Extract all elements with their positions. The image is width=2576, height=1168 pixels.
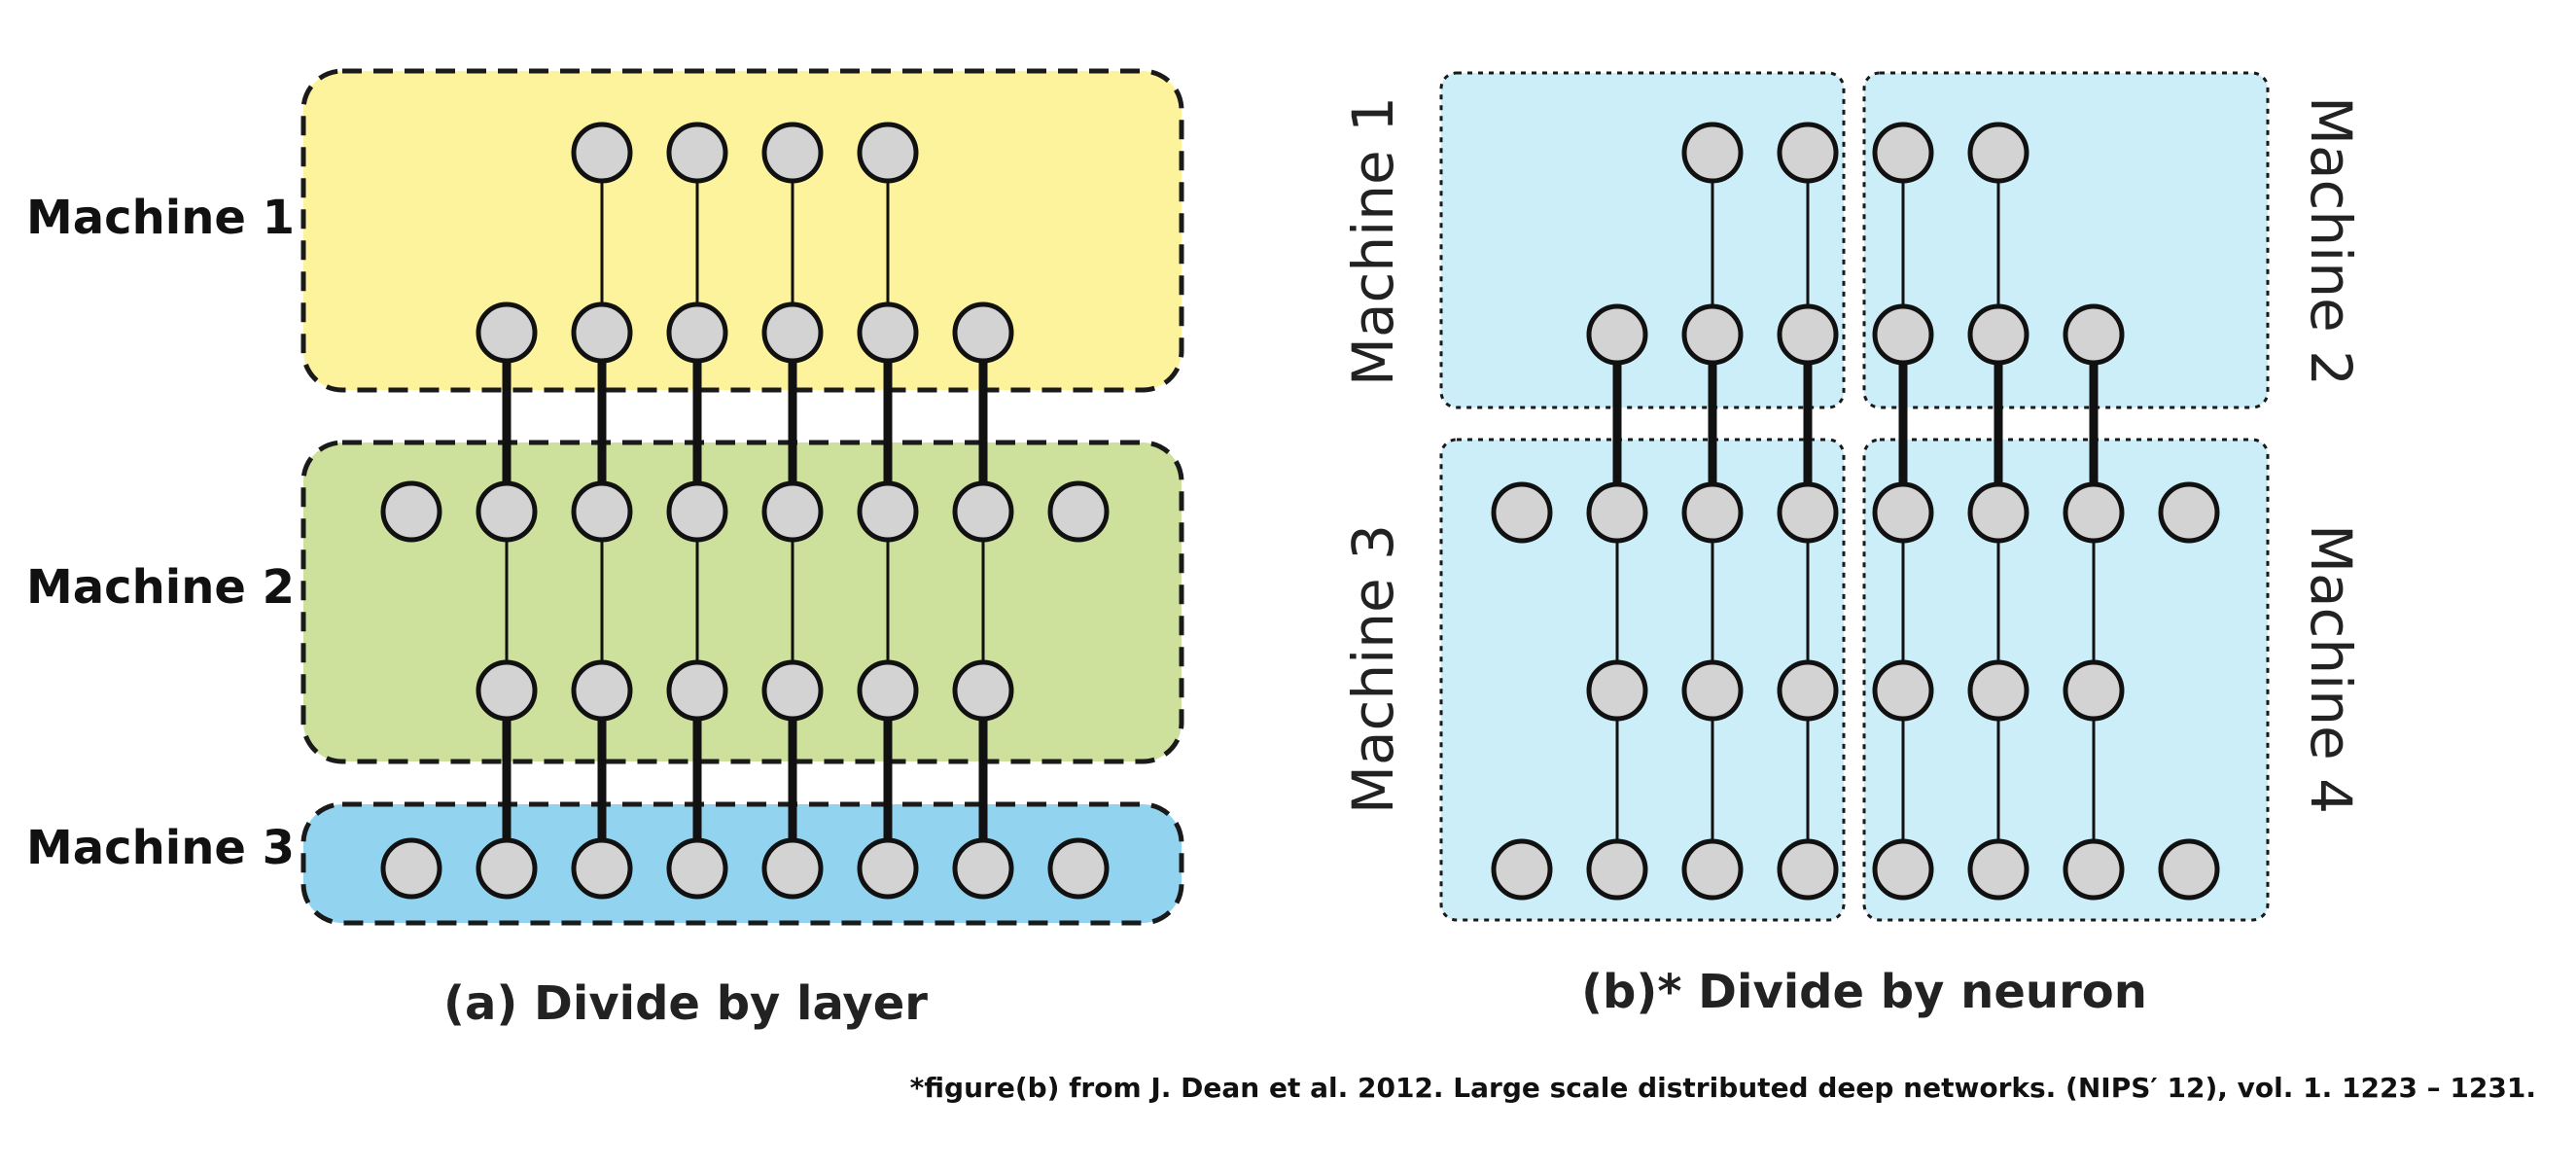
neuron-a-layer-0 [857, 122, 919, 184]
neuron-b-layer-1 [1967, 303, 2029, 366]
b-machine-2-region [1862, 71, 2270, 409]
neuron-a-layer-4 [666, 837, 728, 900]
neuron-a-layer-4 [952, 837, 1014, 900]
neuron-a-layer-1 [857, 301, 919, 364]
panel-a-caption: (a) Divide by layer [443, 976, 928, 1031]
neuron-b-layer-1 [1586, 303, 1648, 366]
neuron-a-layer-2 [952, 480, 1014, 543]
panel-b: Machine 1 Machine 2 Machine 3 Machine 4 … [1340, 71, 2364, 1019]
neuron-b-layer-1 [1872, 303, 1934, 366]
panel-a-nodes [380, 122, 1110, 900]
neuron-b-layer-0 [1681, 122, 1744, 184]
b-machine-4-label: Machine 4 [2298, 524, 2364, 814]
neuron-a-layer-2 [476, 480, 538, 543]
neuron-b-layer-3 [1586, 659, 1648, 722]
b-machine-3-label: Machine 3 [1340, 524, 1406, 814]
neuron-a-layer-2 [666, 480, 728, 543]
neuron-b-layer-2 [1586, 481, 1648, 544]
b-machine-1-region [1439, 71, 1846, 409]
neuron-b-layer-4 [1777, 838, 1839, 901]
machine-1-region [300, 68, 1184, 393]
neuron-b-layer-4 [1872, 838, 1934, 901]
neuron-b-layer-1 [1777, 303, 1839, 366]
neuron-a-layer-1 [761, 301, 824, 364]
neuron-a-layer-4 [476, 837, 538, 900]
neuron-b-layer-3 [2063, 659, 2125, 722]
neuron-a-layer-0 [761, 122, 824, 184]
neuron-b-layer-4 [1681, 838, 1744, 901]
neuron-a-layer-1 [952, 301, 1014, 364]
b-machine-1-label: Machine 1 [1340, 96, 1406, 386]
neuron-a-layer-2 [857, 480, 919, 543]
neuron-b-layer-4 [1491, 838, 1553, 901]
machine-3-label: Machine 3 [26, 821, 295, 875]
neuron-b-layer-2 [2063, 481, 2125, 544]
neuron-a-layer-3 [952, 659, 1014, 722]
neuron-b-layer-0 [1872, 122, 1934, 184]
neuron-b-layer-1 [2063, 303, 2125, 366]
neuron-a-layer-4 [761, 837, 824, 900]
neuron-a-layer-2 [1047, 480, 1110, 543]
neuron-a-layer-3 [571, 659, 633, 722]
neuron-b-layer-4 [1586, 838, 1648, 901]
neuron-b-layer-4 [2063, 838, 2125, 901]
neuron-b-layer-4 [2158, 838, 2220, 901]
neuron-a-layer-2 [761, 480, 824, 543]
neuron-b-layer-4 [1967, 838, 2029, 901]
machine-1-label: Machine 1 [26, 191, 295, 245]
machine-2-label: Machine 2 [26, 560, 295, 615]
neuron-a-layer-1 [571, 301, 633, 364]
neuron-a-layer-3 [761, 659, 824, 722]
neuron-b-layer-2 [1872, 481, 1934, 544]
b-machine-2-label: Machine 2 [2298, 96, 2364, 386]
neuron-b-layer-0 [1967, 122, 2029, 184]
neuron-a-layer-1 [666, 301, 728, 364]
panel-b-nodes [1491, 122, 2220, 901]
neuron-b-layer-2 [1681, 481, 1744, 544]
neuron-a-layer-0 [571, 122, 633, 184]
neuron-a-layer-3 [476, 659, 538, 722]
neuron-b-layer-3 [1967, 659, 2029, 722]
neuron-a-layer-1 [476, 301, 538, 364]
neuron-b-layer-2 [1967, 481, 2029, 544]
neuron-b-layer-3 [1872, 659, 1934, 722]
neuron-a-layer-2 [380, 480, 442, 543]
panel-a: Machine 1 Machine 2 Machine 3 (a) Divide… [26, 68, 1184, 1031]
neuron-b-layer-1 [1681, 303, 1744, 366]
neuron-a-layer-3 [857, 659, 919, 722]
neuron-b-layer-2 [1491, 481, 1553, 544]
neuron-b-layer-3 [1681, 659, 1744, 722]
neuron-b-layer-2 [2158, 481, 2220, 544]
neuron-b-layer-2 [1777, 481, 1839, 544]
neuron-a-layer-4 [1047, 837, 1110, 900]
neuron-b-layer-0 [1777, 122, 1839, 184]
machine-2-region [300, 440, 1184, 764]
neuron-a-layer-3 [666, 659, 728, 722]
neuron-a-layer-2 [571, 480, 633, 543]
neuron-a-layer-4 [857, 837, 919, 900]
neuron-a-layer-4 [571, 837, 633, 900]
footnote: *figure(b) from J. Dean et al. 2012. Lar… [910, 1072, 2536, 1104]
neuron-b-layer-3 [1777, 659, 1839, 722]
neuron-a-layer-0 [666, 122, 728, 184]
neuron-a-layer-4 [380, 837, 442, 900]
panel-b-caption: (b)* Divide by neuron [1581, 965, 2147, 1019]
